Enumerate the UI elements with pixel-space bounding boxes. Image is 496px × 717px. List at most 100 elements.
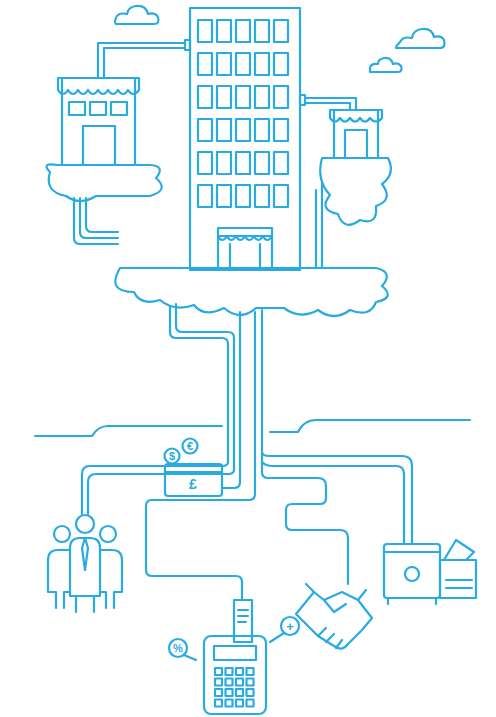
terminal-key — [215, 689, 222, 696]
shop-door — [345, 130, 367, 158]
tower-window — [274, 152, 288, 174]
tower-window — [274, 119, 288, 141]
cloud-platform — [320, 158, 391, 225]
root — [262, 452, 412, 544]
currency-symbol: + — [286, 620, 294, 633]
wallet-flap — [165, 471, 222, 473]
safe-dial — [405, 567, 419, 581]
shop-awning — [58, 78, 139, 94]
receipt-lines — [238, 610, 248, 622]
currency-symbol: £ — [189, 477, 197, 491]
register-paper — [444, 540, 474, 588]
pipe — [74, 198, 118, 244]
terminal-key — [215, 679, 222, 686]
terminal-keys — [215, 668, 254, 707]
person-head — [54, 526, 70, 542]
terminal-key — [226, 679, 233, 686]
terminal-key — [247, 679, 254, 686]
tower-window — [198, 119, 212, 141]
shop-window — [90, 102, 106, 115]
tower-window — [217, 86, 231, 108]
shop-door — [83, 126, 115, 165]
terminal-key — [247, 668, 254, 675]
card-terminal — [204, 636, 266, 714]
tower-window — [198, 152, 212, 174]
storefront-awning — [218, 236, 272, 270]
tower-window — [255, 20, 269, 42]
cloud-platform — [115, 268, 387, 316]
tower-building — [190, 8, 300, 270]
coin — [183, 439, 198, 454]
cloud — [396, 29, 445, 48]
tower-window — [198, 53, 212, 75]
cloud — [115, 6, 159, 24]
tower-window — [255, 152, 269, 174]
trunk — [240, 310, 262, 470]
tower-window — [255, 53, 269, 75]
pipe — [98, 43, 185, 78]
root — [262, 452, 348, 584]
coin — [165, 449, 180, 464]
bubble-tail — [184, 655, 196, 660]
tower-window — [217, 20, 231, 42]
tower-window — [255, 86, 269, 108]
root — [82, 462, 234, 514]
person-body — [70, 538, 100, 612]
pipe — [316, 182, 322, 268]
terminal-key — [247, 700, 254, 707]
terminal-key — [236, 679, 243, 686]
terminal-key — [215, 668, 222, 675]
currency-symbol: $ — [169, 451, 175, 462]
terminal-key — [236, 668, 243, 675]
shop-window — [69, 102, 85, 115]
tower-window — [274, 53, 288, 75]
person-body — [48, 550, 70, 608]
tower-window — [236, 86, 250, 108]
trunk — [170, 304, 234, 470]
cash-box-lid — [384, 552, 440, 604]
tower-window — [217, 53, 231, 75]
tower-window — [217, 119, 231, 141]
tower-window — [236, 119, 250, 141]
currency-symbol: € — [187, 441, 193, 452]
tower-window — [255, 185, 269, 207]
currency-symbol: % — [173, 643, 183, 654]
terminal-key — [226, 668, 233, 675]
tower-window — [236, 53, 250, 75]
tower-window — [255, 119, 269, 141]
ground-line — [35, 420, 470, 436]
root — [222, 470, 240, 488]
root — [146, 456, 255, 600]
tower-window — [217, 185, 231, 207]
tower-window — [217, 152, 231, 174]
terminal-key — [215, 700, 222, 707]
pipe — [305, 98, 356, 110]
handshake — [296, 584, 372, 649]
tower-window — [198, 185, 212, 207]
tower-windows — [198, 20, 288, 207]
terminal-key — [226, 700, 233, 707]
tower-window — [274, 20, 288, 42]
shop-window — [111, 102, 127, 115]
shop-awning — [330, 110, 382, 122]
terminal-key — [236, 689, 243, 696]
tower-window — [236, 185, 250, 207]
cloud — [370, 58, 402, 72]
tower-window — [198, 20, 212, 42]
terminal-key — [247, 689, 254, 696]
storefront — [218, 228, 272, 270]
terminal-screen — [214, 646, 256, 660]
person-head — [100, 526, 116, 542]
terminal-key — [226, 689, 233, 696]
tower-window — [274, 185, 288, 207]
tower-window — [198, 86, 212, 108]
tower-window — [236, 20, 250, 42]
cloud-platform — [46, 164, 161, 201]
wallet — [165, 464, 222, 496]
tower-window — [236, 152, 250, 174]
person-head — [76, 515, 94, 533]
tower-window — [274, 86, 288, 108]
terminal-key — [236, 700, 243, 707]
